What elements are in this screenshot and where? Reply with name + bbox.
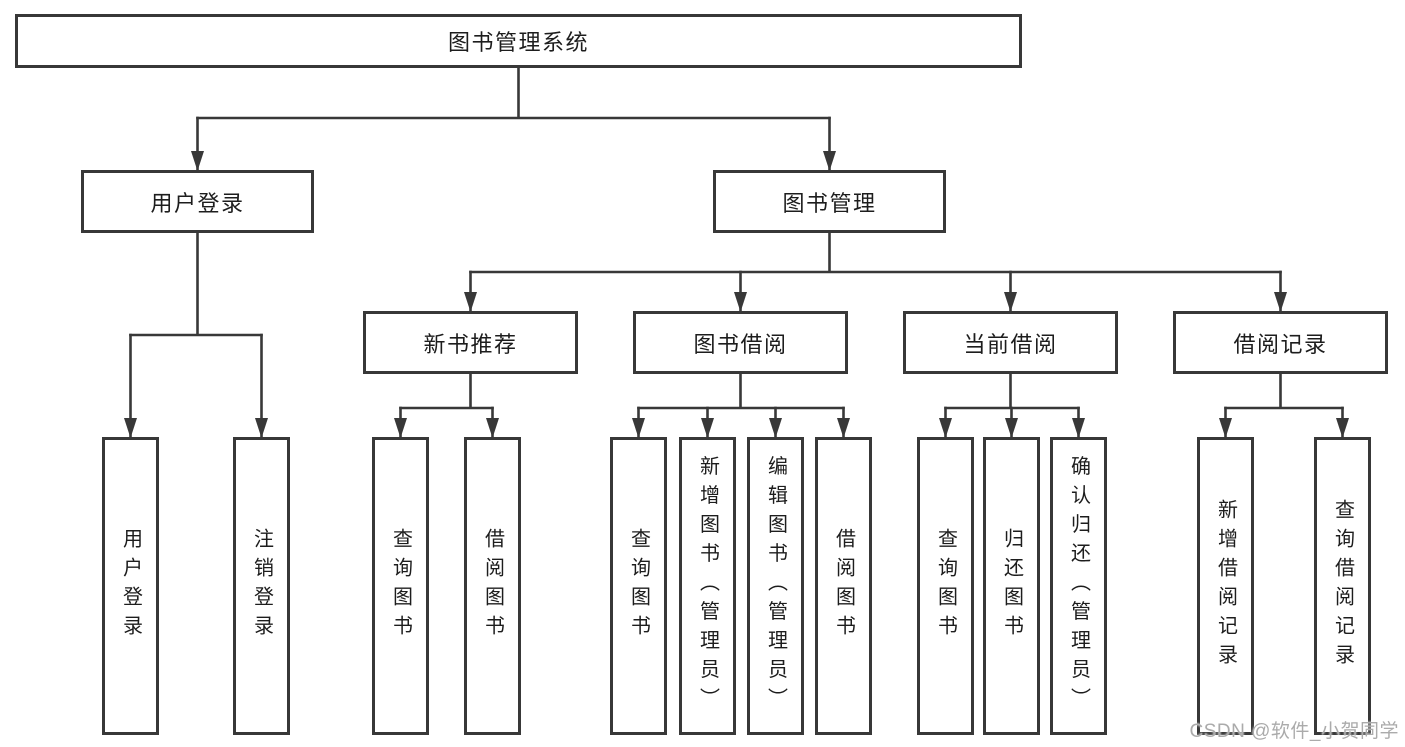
node-user-login-label: 用户登录 [150,190,245,216]
csdn-watermark: CSDN @软件_小贺同学 [1189,721,1399,742]
node-new-book-recommend: 新书推荐 [363,311,578,374]
node-current-borrow: 当前借阅 [903,311,1118,374]
leaf-query-books-current-label: 查询图书 [934,528,957,644]
leaf-query-books-borrow: 查询图书 [610,437,667,735]
node-book-borrow-label: 图书借阅 [693,331,788,357]
leaf-edit-books-admin-label: 编辑图书（管理员） [764,455,787,717]
leaf-query-borrow-record: 查询借阅记录 [1314,437,1371,735]
leaf-return-books: 归还图书 [983,437,1040,735]
leaf-add-books-admin: 新增图书（管理员） [679,437,736,735]
node-new-book-recommend-label: 新书推荐 [423,331,518,357]
node-book-management-label: 图书管理 [782,190,877,216]
leaf-borrow-books: 借阅图书 [815,437,872,735]
node-root-system: 图书管理系统 [15,14,1022,68]
leaf-confirm-return-admin: 确认归还（管理员） [1050,437,1107,735]
node-user-login: 用户登录 [81,170,314,233]
leaf-user-login: 用户登录 [102,437,159,735]
leaf-add-books-admin-label: 新增图书（管理员） [696,455,719,717]
leaf-logout: 注销登录 [233,437,290,735]
leaf-query-books-borrow-label: 查询图书 [627,528,650,644]
leaf-add-borrow-record: 新增借阅记录 [1197,437,1254,735]
node-borrow-records-label: 借阅记录 [1233,331,1328,357]
node-book-management: 图书管理 [713,170,946,233]
connector-current-borrow-split [939,372,1085,439]
node-borrow-records: 借阅记录 [1173,311,1388,374]
leaf-borrow-books-label: 借阅图书 [832,528,855,644]
connector-new-book-recommend-split [394,372,499,439]
node-book-borrow: 图书借阅 [633,311,848,374]
connector-book-borrow-split [632,372,850,439]
node-root-label: 图书管理系统 [447,30,589,55]
leaf-borrow-books-recommend-label: 借阅图书 [481,528,504,644]
leaf-add-borrow-record-label: 新增借阅记录 [1214,499,1237,673]
leaf-confirm-return-admin-label: 确认归还（管理员） [1067,455,1090,717]
leaf-query-books-recommend-label: 查询图书 [389,528,412,644]
connector-root-split [191,66,836,172]
leaf-borrow-books-recommend: 借阅图书 [464,437,521,735]
connector-user-login-split [124,231,268,439]
leaf-return-books-label: 归还图书 [1000,528,1023,644]
leaf-logout-label: 注销登录 [250,528,273,644]
leaf-query-books-current: 查询图书 [917,437,974,735]
leaf-edit-books-admin: 编辑图书（管理员） [747,437,804,735]
connector-borrow-records-split [1219,372,1349,439]
connector-book-management-split [464,231,1287,313]
leaf-user-login-label: 用户登录 [119,528,142,644]
leaf-query-books-recommend: 查询图书 [372,437,429,735]
node-current-borrow-label: 当前借阅 [963,331,1058,357]
leaf-query-borrow-record-label: 查询借阅记录 [1331,499,1354,673]
